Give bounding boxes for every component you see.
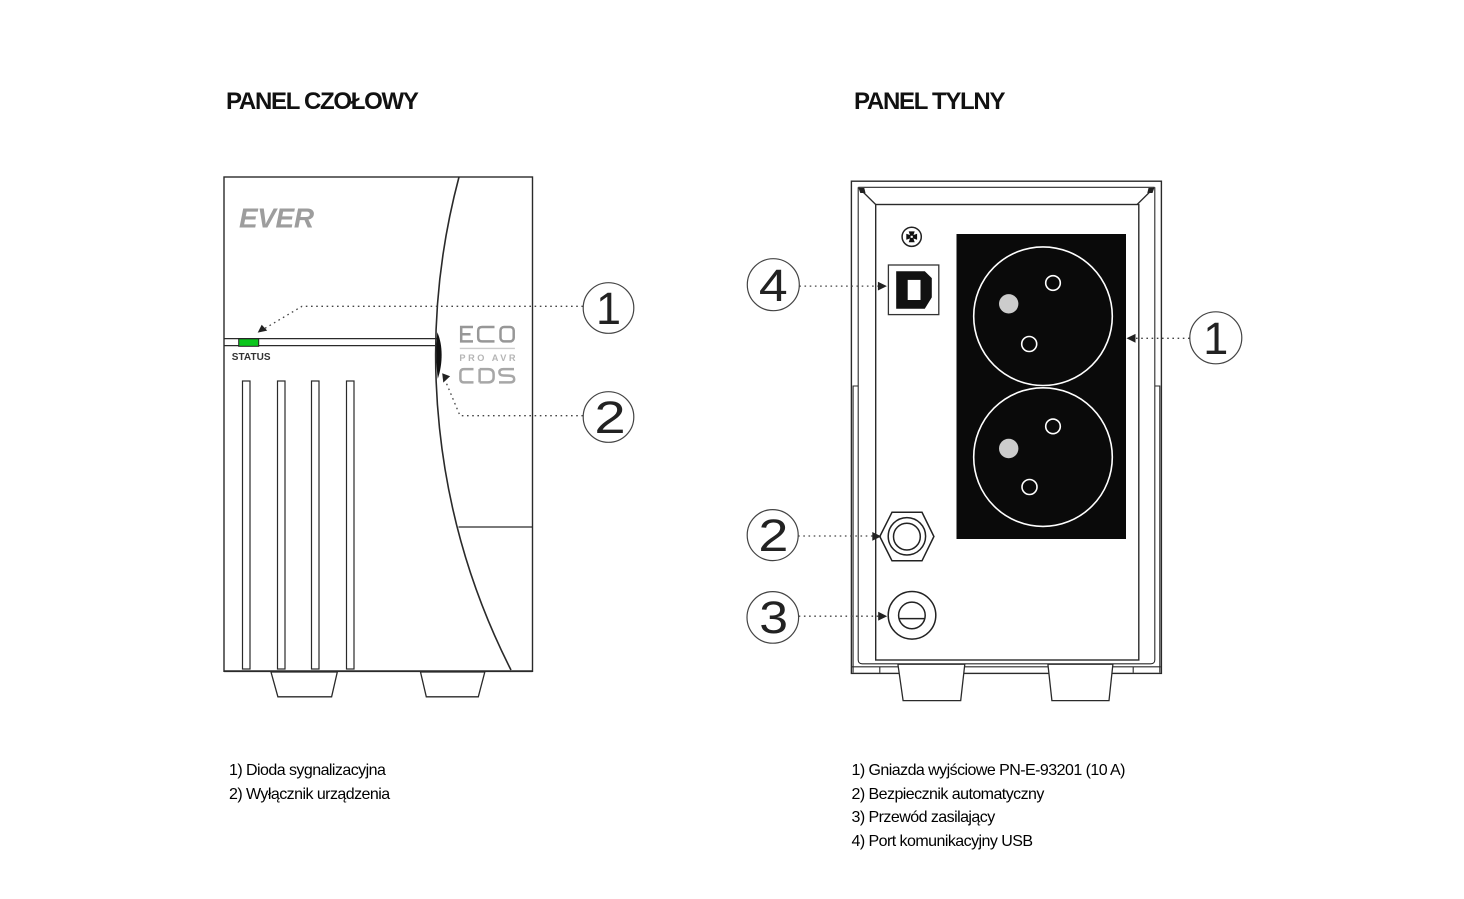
svg-text:PRO AVR: PRO AVR <box>459 353 518 363</box>
svg-text:4: 4 <box>759 261 788 311</box>
svg-text:2: 2 <box>758 510 788 561</box>
svg-text:EVER: EVER <box>239 203 315 234</box>
svg-text:1: 1 <box>596 283 621 334</box>
svg-text:STATUS: STATUS <box>232 352 271 363</box>
svg-text:3: 3 <box>759 593 788 643</box>
svg-text:2: 2 <box>594 392 625 442</box>
svg-text:1: 1 <box>1203 313 1228 364</box>
